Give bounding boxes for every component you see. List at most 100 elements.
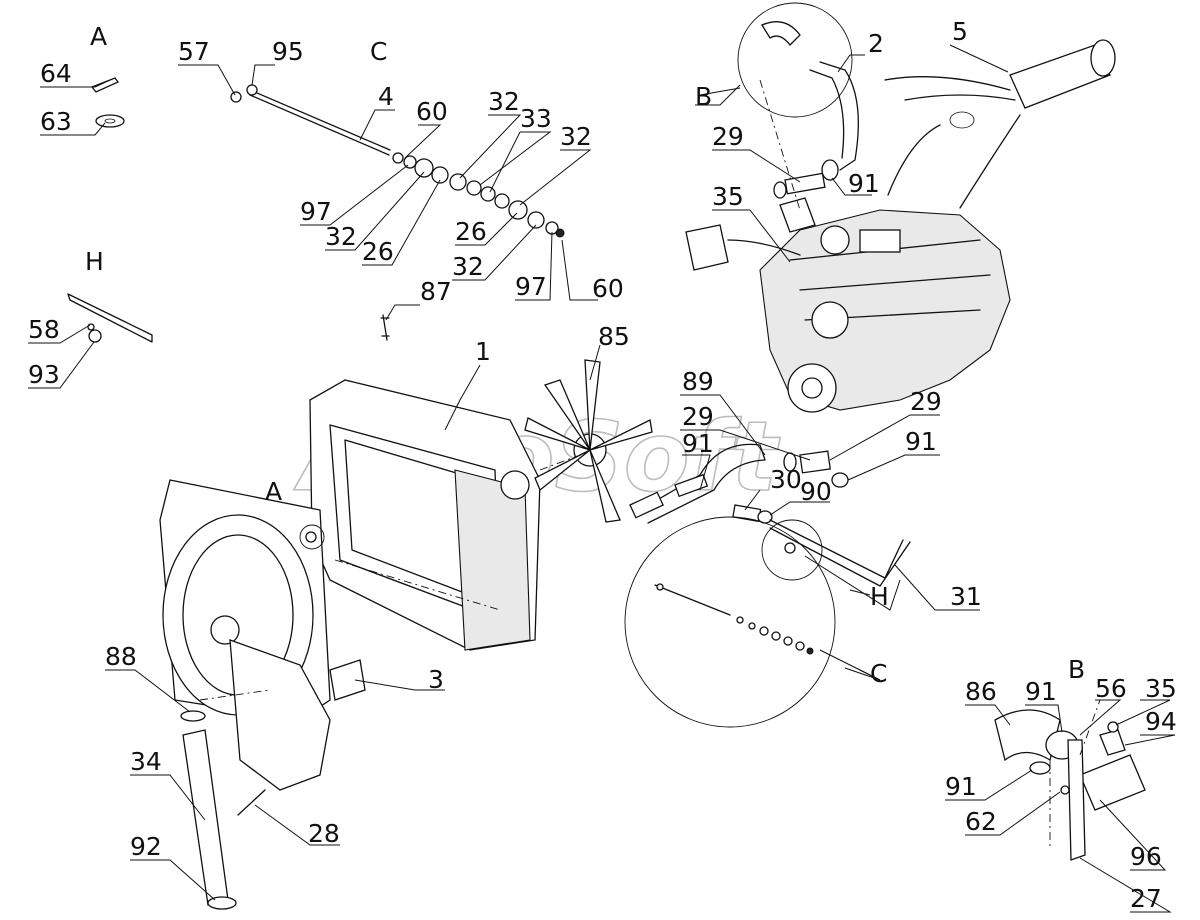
clamp-91b: [831, 472, 849, 488]
tube-96: [1079, 754, 1146, 811]
callout-91: 91: [1025, 677, 1057, 706]
detail-circle-c: [624, 516, 836, 728]
detail-circle-a: [299, 524, 325, 550]
idler-pulley: [811, 301, 849, 339]
callout-26: 26: [455, 217, 487, 246]
callout-63: 63: [40, 107, 72, 136]
rod-28: [237, 789, 266, 816]
callout-35: 35: [1145, 674, 1177, 703]
radiator-1: [309, 379, 541, 651]
callout-29: 29: [910, 387, 942, 416]
strip-h: [67, 293, 153, 343]
b-centerline-2: [1079, 699, 1101, 756]
mini-washer-3: [748, 622, 756, 630]
fan-blade-3: [589, 419, 653, 451]
pipe-2: [761, 21, 859, 199]
callout-35: 35: [712, 182, 744, 211]
callout-1: 1: [475, 337, 491, 366]
washer-stack: [392, 152, 565, 238]
callout-58: 58: [28, 315, 60, 344]
centerline-34: [199, 689, 271, 701]
section-label-b-ref: B: [1068, 655, 1085, 684]
callout-29: 29: [682, 402, 714, 431]
mini-washer-5: [771, 631, 781, 641]
intake-tube: [685, 224, 729, 271]
turbocharger: [820, 225, 850, 255]
bracket-94: [1099, 729, 1126, 756]
section-label-h: H: [85, 247, 104, 276]
callout-95: 95: [272, 37, 304, 66]
callout-97: 97: [300, 197, 332, 226]
engine-valve-cover: [859, 229, 901, 253]
callout-4: 4: [378, 82, 394, 111]
callout-89: 89: [682, 367, 714, 396]
clamp-92: [207, 896, 237, 910]
callout-86: 86: [965, 677, 997, 706]
callout-27: 27: [1130, 884, 1162, 913]
air-pipe: [779, 197, 816, 233]
callout-34: 34: [130, 747, 162, 776]
pipe-2-outline: [809, 61, 859, 171]
callout-labels: 64 63 57 95 4 60 32 33 32 97 32 26 26 32…: [28, 17, 1177, 913]
callout-91: 91: [682, 429, 714, 458]
clamp-93: [88, 329, 102, 343]
mini-rod: [654, 584, 731, 616]
callout-60: 60: [592, 274, 624, 303]
callout-31: 31: [950, 582, 982, 611]
mini-washer-7: [795, 641, 805, 651]
fan-blade-4: [589, 449, 621, 523]
mini-washer-2: [736, 616, 744, 624]
section-label-b: B: [695, 82, 712, 111]
air-cleaner-body: [1009, 44, 1111, 109]
fan-blade-2: [584, 359, 601, 451]
rod-4: [249, 89, 391, 156]
bolt-35b: [1107, 721, 1119, 733]
detail-circle-b: [737, 2, 853, 118]
detail-b-parts: [994, 699, 1146, 861]
callout-26: 26: [362, 237, 394, 266]
callout-90: 90: [800, 477, 832, 506]
shroud-mount: [329, 659, 366, 701]
fan-85: [524, 359, 653, 523]
callout-29: 29: [712, 122, 744, 151]
callout-91: 91: [848, 169, 880, 198]
washer-63: [95, 114, 125, 128]
callout-32: 32: [452, 252, 484, 281]
mini-washer-1: [656, 583, 664, 591]
air-cleaner-hose-2: [959, 114, 1021, 209]
callout-94: 94: [1145, 707, 1177, 736]
callout-28: 28: [308, 819, 340, 848]
hose-29b: [799, 450, 831, 474]
pipe-31: [769, 519, 911, 587]
bolt-57: [230, 91, 242, 103]
cotter-pin-64: [90, 77, 120, 93]
section-label-a-ref: A: [265, 477, 282, 506]
mini-washer-4: [759, 626, 769, 636]
section-label-h-ref: H: [870, 582, 889, 611]
callout-96: 96: [1130, 842, 1162, 871]
pipe-31-outline: [769, 519, 911, 587]
pipe-34-body: [182, 729, 229, 906]
detail-c-miniature: [654, 583, 814, 655]
radiator-inlet: [500, 470, 530, 500]
shroud-hub: [210, 615, 240, 645]
pipe-31-clamp: [784, 542, 796, 554]
callout-60: 60: [416, 97, 448, 126]
callout-85: 85: [598, 322, 630, 351]
pin-87: [380, 314, 390, 341]
engine-assembly: [685, 197, 1011, 413]
washer-63-hole: [104, 118, 116, 124]
callout-92: 92: [130, 832, 162, 861]
detail-a-parts: [90, 77, 125, 128]
callout-87: 87: [420, 277, 452, 306]
section-label-a: A: [90, 22, 107, 51]
callout-97: 97: [515, 272, 547, 301]
callout-2: 2: [868, 29, 884, 58]
callout-57: 57: [178, 37, 210, 66]
fan-blade-1: [543, 379, 591, 451]
centerline-fan: [539, 454, 581, 471]
callout-5: 5: [952, 17, 968, 46]
hose-29-left: [629, 491, 664, 519]
